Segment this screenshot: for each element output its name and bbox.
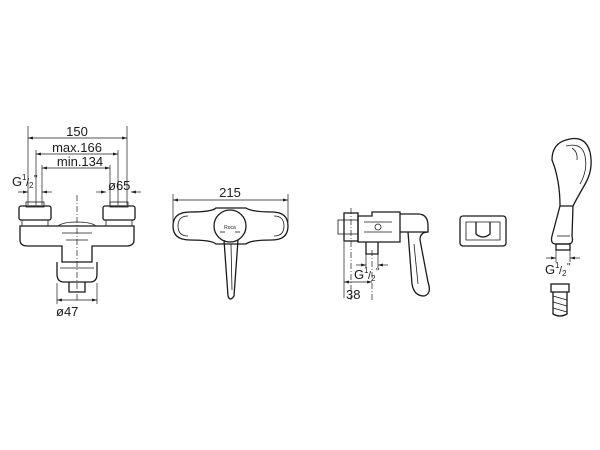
svg-text:": " — [376, 267, 380, 278]
dim-label-diameter-47: ø47 — [56, 304, 78, 319]
wall-bracket — [459, 215, 507, 247]
svg-text:G: G — [12, 174, 22, 189]
svg-text:G: G — [354, 267, 364, 282]
svg-text:": " — [34, 174, 38, 185]
dim-label-diameter-65: ø65 — [108, 178, 130, 193]
front-view: 150 max.166 min.134 G 1 / 2 " ø65 — [12, 124, 141, 319]
svg-text:/: / — [26, 177, 30, 189]
svg-text:2: 2 — [562, 269, 567, 278]
side-view: G 1 / 2 " 38 — [337, 208, 430, 302]
handshower: G 1 / 2 " — [545, 137, 592, 317]
svg-text:/: / — [368, 270, 372, 282]
thread-label-side: G 1 / 2 " — [354, 266, 380, 283]
svg-text:1: 1 — [22, 173, 27, 182]
svg-text:G: G — [545, 262, 555, 277]
svg-text:/: / — [559, 265, 563, 277]
mixer-front-view: 215 Roca — [172, 185, 289, 300]
svg-text:": " — [567, 262, 571, 273]
dim-label-max: max.166 — [52, 140, 102, 155]
svg-text:2: 2 — [371, 274, 376, 283]
svg-text:2: 2 — [29, 181, 34, 190]
dim-label-min: min.134 — [57, 154, 103, 169]
dim-label-150: 150 — [66, 124, 88, 139]
dim-label-38: 38 — [346, 287, 360, 302]
svg-text:1: 1 — [555, 261, 560, 270]
svg-text:1: 1 — [364, 266, 369, 275]
thread-label-handshower: G 1 / 2 " — [545, 261, 571, 278]
brand-logo: Roca — [224, 225, 236, 231]
thread-label-left: G 1 / 2 " — [12, 173, 38, 190]
dim-label-215: 215 — [219, 185, 241, 200]
